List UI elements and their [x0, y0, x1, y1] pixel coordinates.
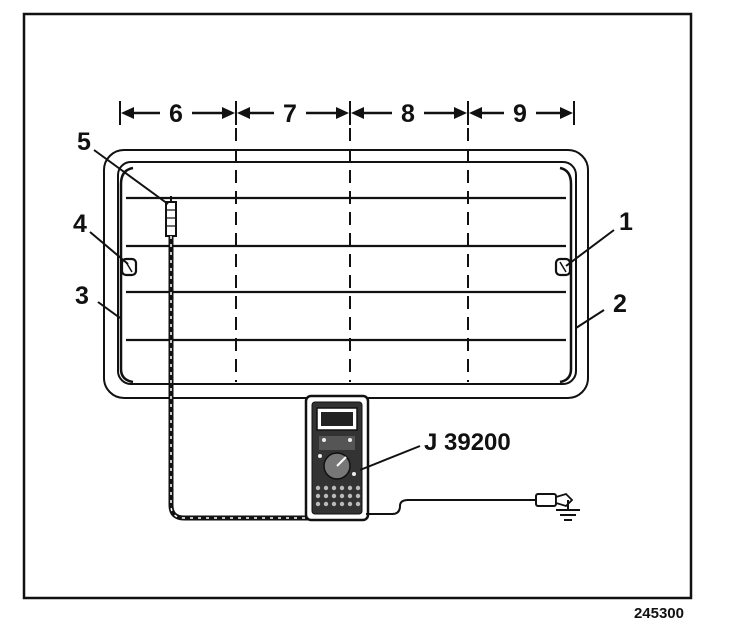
test-probe-icon [165, 196, 177, 237]
leader-4 [89, 231, 129, 265]
right-terminal [554, 257, 572, 277]
figure-code: 245300 [634, 605, 684, 622]
zone-8-dimension [351, 107, 467, 119]
callout-5: 5 [77, 128, 91, 156]
probe-lead-wire [168, 236, 310, 521]
right-bus-bar [559, 166, 573, 384]
callout-2: 2 [613, 290, 627, 318]
rear-glass-outline [103, 149, 589, 399]
leader-2 [575, 309, 605, 329]
zone-label-8: 8 [401, 100, 415, 128]
zone-divider-lines [235, 128, 469, 382]
zone-9-dimension [469, 107, 573, 119]
callout-leaders [89, 149, 615, 471]
leader-3 [97, 301, 121, 319]
leader-1 [565, 229, 615, 267]
multimeter-icon [304, 394, 370, 522]
callout-4: 4 [73, 210, 87, 238]
leader-5 [93, 149, 169, 205]
rear-glass-inner-outline [117, 161, 577, 385]
zone-7-dimension [237, 107, 349, 119]
leader-tool [359, 445, 421, 471]
zone-label-7: 7 [283, 100, 297, 128]
ground-lead-wire [366, 499, 536, 515]
tool-label: J 39200 [424, 429, 511, 456]
zone-label-9: 9 [513, 100, 527, 128]
figure-frame [22, 12, 693, 600]
callout-3: 3 [75, 282, 89, 310]
zone-label-6: 6 [169, 100, 183, 128]
ground-symbol-icon [556, 500, 580, 521]
alligator-clip-icon [535, 492, 574, 508]
zone-dimension-bar [119, 101, 575, 125]
left-bus-bar [119, 166, 134, 384]
defogger-grid-lines [126, 196, 566, 342]
zone-6-dimension [121, 107, 235, 119]
callout-1: 1 [619, 208, 633, 236]
